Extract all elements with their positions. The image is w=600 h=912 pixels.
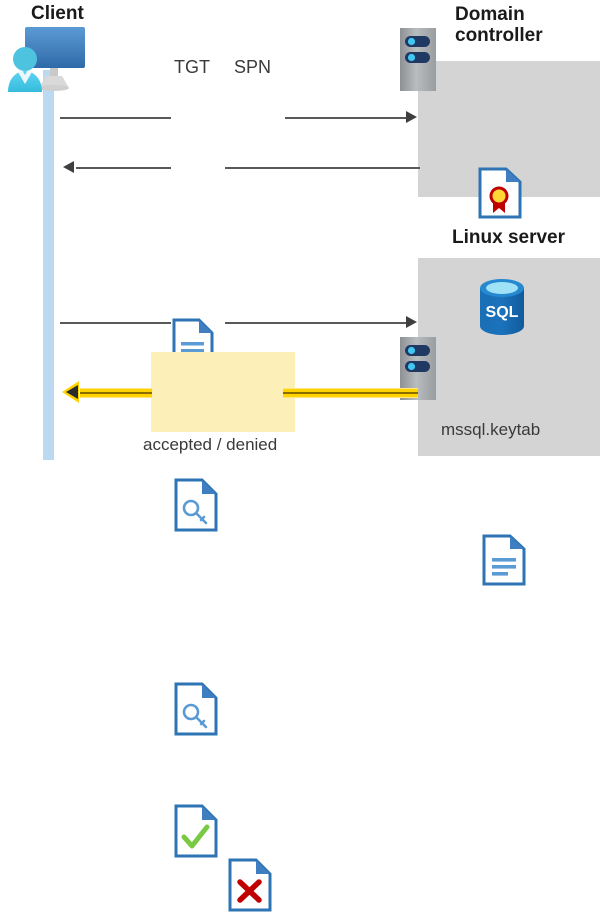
client-lifeline — [43, 70, 54, 460]
arrowhead-dc-to-client — [63, 161, 74, 173]
yellow-arrow-line-left — [80, 388, 152, 398]
arrow-line-client-to-dc-left — [60, 117, 171, 119]
result-label: accepted / denied — [143, 435, 278, 454]
sql-database-icon: SQL — [477, 278, 527, 336]
domain-controller-title-line2: controller — [455, 25, 543, 47]
arrow-line-client-to-linux-left — [60, 322, 171, 324]
client-title: Client — [31, 3, 84, 24]
arrow-line-client-to-linux-right — [225, 322, 407, 324]
client-icon — [3, 26, 91, 94]
denied-document-icon — [228, 858, 272, 912]
keytab-label: mssql.keytab — [441, 420, 541, 439]
arrow-line-client-to-dc-right — [285, 117, 407, 119]
yellow-arrow-line-right — [283, 388, 418, 398]
ticket-key-document-icon-1 — [174, 478, 218, 532]
domain-controller-title-line1: Domain — [455, 4, 525, 25]
tgt-label: TGT — [174, 57, 210, 77]
sql-database-label: SQL — [486, 304, 519, 321]
yellow-arrowhead-to-client — [62, 381, 80, 403]
arrowhead-client-to-dc — [406, 111, 417, 123]
server-rack-icon-domain-controller — [400, 28, 436, 91]
arrow-line-dc-to-client-right — [225, 167, 420, 169]
certificate-document-icon — [478, 167, 522, 219]
keytab-document-icon — [482, 534, 526, 586]
domain-controller-title: Domain controller — [455, 4, 600, 47]
linux-server-title: Linux server — [452, 227, 565, 248]
arrowhead-client-to-linux — [406, 316, 417, 328]
arrow-line-dc-to-client-left — [76, 167, 171, 169]
spn-label: SPN — [234, 57, 272, 77]
ticket-key-document-icon-2 — [174, 682, 218, 736]
result-highlight-box — [151, 352, 295, 432]
accepted-document-icon — [174, 804, 218, 858]
